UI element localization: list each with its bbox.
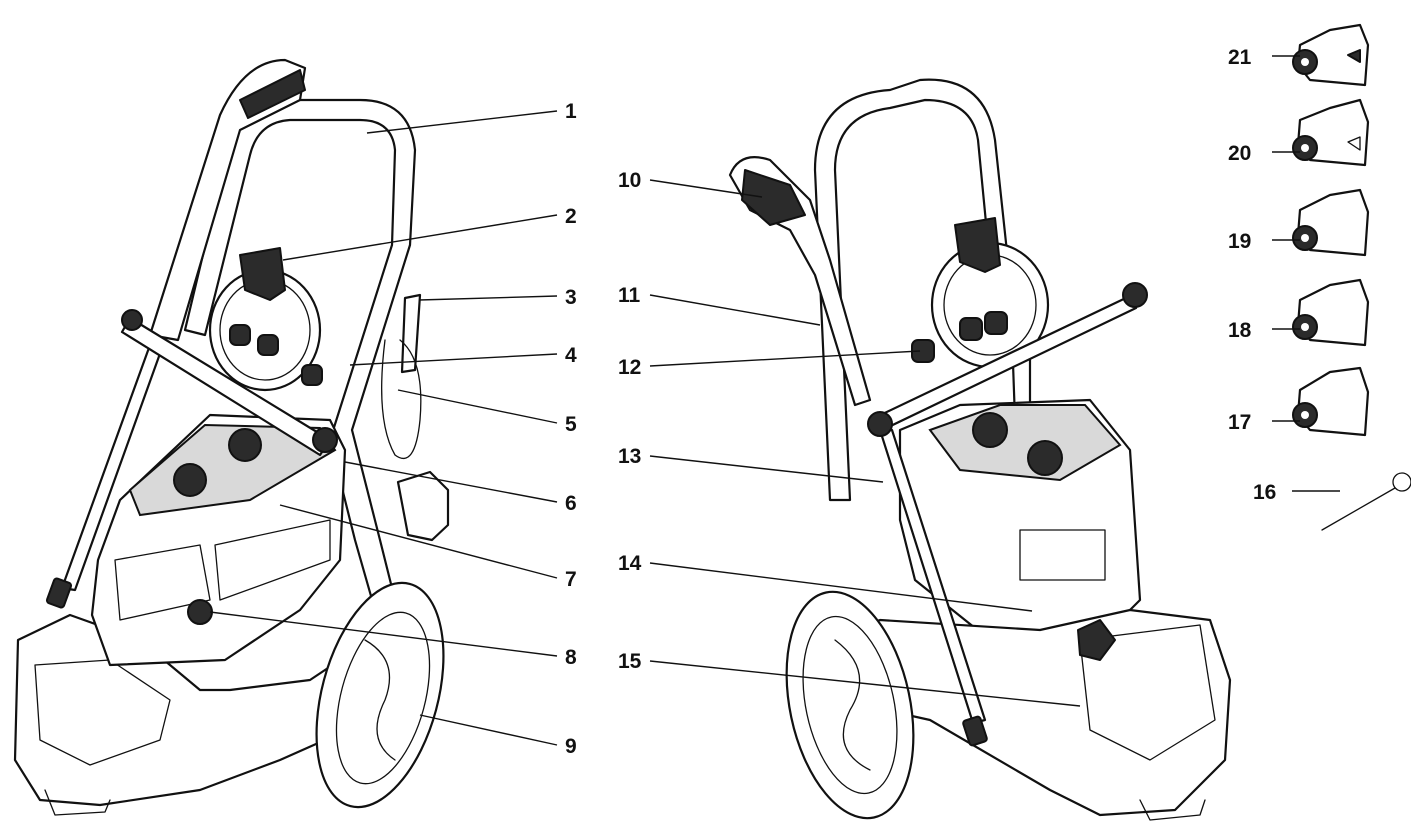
spray-gun[interactable]: [148, 58, 307, 342]
nozzle-19: [1292, 188, 1370, 257]
gfci-plug: [396, 470, 450, 542]
callout-12: 12: [618, 356, 641, 379]
hose-hanger: [239, 247, 286, 301]
callout-leaders: [209, 55, 1340, 746]
callout-numbers: 1 2 3 4 5 6 7 8 9 10 11 12 13 14 15 16 1…: [565, 46, 1276, 758]
callout-9: 9: [565, 735, 577, 758]
callout-16: 16: [1253, 481, 1276, 504]
callout-18: 18: [1228, 319, 1252, 342]
callout-13: 13: [618, 445, 641, 468]
callout-2: 2: [565, 205, 577, 228]
callout-6: 6: [565, 492, 577, 515]
callout-5: 5: [565, 413, 577, 436]
pressure-washer-front-view: [13, 58, 450, 816]
frame-handle-rear[interactable]: [813, 78, 1032, 502]
callout-1: 1: [565, 100, 577, 123]
nozzle-17: [1292, 366, 1370, 437]
callout-17: 17: [1228, 411, 1251, 434]
callout-14: 14: [618, 552, 642, 575]
wheel-rear: [785, 590, 915, 820]
nozzle-21: [1292, 23, 1370, 87]
pressure-washer-rear-view: [728, 78, 1232, 821]
callout-11: 11: [618, 284, 641, 307]
callout-3: 3: [565, 286, 577, 309]
callout-10: 10: [618, 169, 641, 192]
nozzle-18: [1292, 278, 1370, 347]
callout-7: 7: [565, 568, 577, 591]
callout-20: 20: [1228, 142, 1251, 165]
base-tray-rear: [818, 608, 1232, 817]
cord-hook: [400, 293, 422, 374]
nozzle-20: [1292, 98, 1370, 167]
nozzle-set: [1292, 23, 1411, 531]
callout-4: 4: [565, 344, 577, 367]
wheel-front: [315, 581, 445, 809]
outlet-fitting[interactable]: [187, 599, 213, 625]
callout-8: 8: [565, 646, 577, 669]
nozzle-cleaning-pin: [1321, 472, 1411, 531]
callout-15: 15: [618, 650, 642, 673]
callout-21: 21: [1228, 46, 1252, 69]
callout-19: 19: [1228, 230, 1251, 253]
